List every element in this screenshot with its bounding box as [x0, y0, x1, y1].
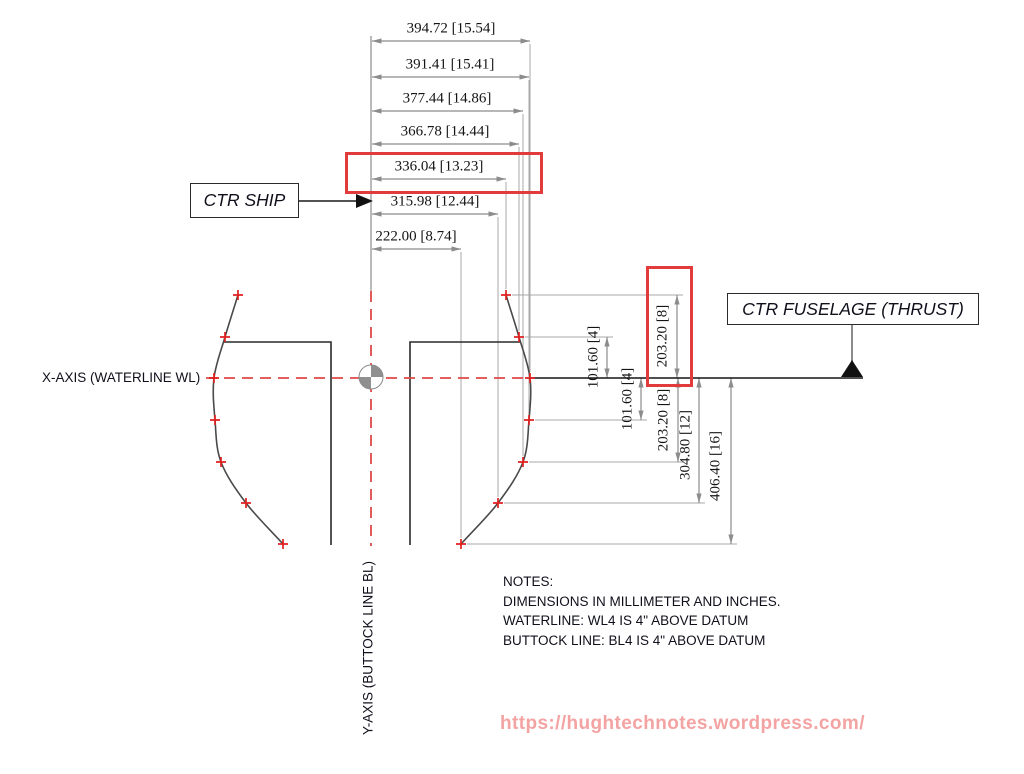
station-point-markers: [209, 290, 535, 549]
notes-line-3: BUTTOCK LINE: BL4 IS 4" ABOVE DATUM: [503, 632, 766, 648]
h-dim-5-label: 336.04 [13.23]: [394, 158, 484, 175]
notes-title: NOTES:: [503, 574, 554, 589]
vertical-dimension-lines: [604, 295, 734, 544]
centerlines-red-dashed: [206, 291, 530, 546]
h-dim-4-label: 366.78 [14.44]: [400, 123, 490, 140]
v-dim-below-2-label: 203.20 [8]: [655, 388, 672, 452]
x-axis-label: X-AXIS (WATERLINE WL): [42, 370, 201, 385]
right-hull-curve: [460, 294, 532, 545]
v-dim-below-1-label: 101.60 [4]: [619, 367, 636, 431]
v-dim-below-4-label: 406.40 [16]: [707, 431, 724, 501]
datum-origin-icon: [358, 364, 384, 390]
left-hull-curve: [212, 294, 284, 545]
ctr-ship-label: CTR SHIP: [190, 183, 299, 218]
ctr-ship-leader: [297, 194, 373, 208]
horizontal-dimension-lines: [372, 38, 530, 252]
h-dim-2-label: 391.41 [15.41]: [405, 56, 495, 73]
hull-curves: [212, 294, 532, 545]
extension-lines-vertical: [460, 44, 531, 538]
v-dim-below-3-label: 304.80 [12]: [677, 410, 694, 480]
h-dim-6-label: 315.98 [12.44]: [390, 193, 480, 210]
highlight-box-203: [646, 266, 693, 387]
y-axis-label: Y-AXIS (BUTTOCK LINE BL): [360, 560, 376, 736]
notes-line-2: WATERLINE: WL4 IS 4" ABOVE DATUM: [503, 613, 749, 628]
highlight-box-336: [345, 152, 543, 194]
hull-section-outlines: [224, 341, 520, 545]
h-dim-3-label: 377.44 [14.86]: [402, 90, 492, 107]
ctr-fuselage-text: CTR FUSELAGE (THRUST): [742, 298, 964, 319]
ctr-fuselage-leader: [841, 323, 863, 377]
h-dim-1-label: 394.72 [15.54]: [406, 20, 496, 37]
notes-block: NOTES: DIMENSIONS IN MILLIMETER AND INCH…: [503, 572, 781, 650]
extension-lines-horizontal: [467, 294, 737, 545]
ctr-ship-text: CTR SHIP: [203, 190, 286, 210]
watermark-url: https://hughtechnotes.wordpress.com/: [500, 713, 865, 734]
notes-line-1: DIMENSIONS IN MILLIMETER AND INCHES.: [503, 593, 781, 609]
h-dim-7-label: 222.00 [8.74]: [375, 228, 457, 245]
v-dim-above-1-label: 101.60 [4]: [585, 325, 602, 389]
ctr-fuselage-label: CTR FUSELAGE (THRUST): [727, 293, 979, 325]
